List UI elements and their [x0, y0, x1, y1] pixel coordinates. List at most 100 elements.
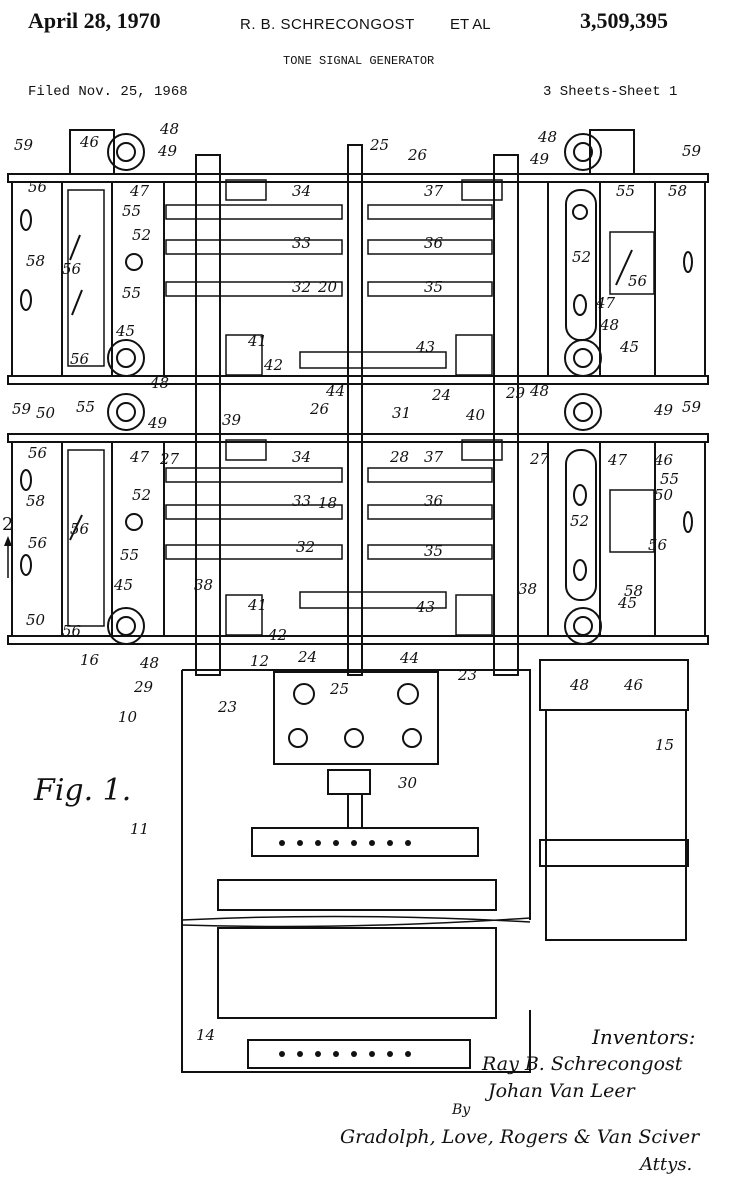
reference-numeral: 39 — [222, 411, 242, 429]
reference-numeral: 15 — [655, 736, 674, 754]
reference-numeral: 35 — [424, 542, 443, 560]
reference-numeral: 49 — [653, 401, 674, 419]
section-mark: 2 — [2, 514, 13, 535]
reference-numeral: 56 — [628, 272, 648, 290]
et-al: ET AL — [450, 16, 491, 33]
reference-numeral: 20 — [317, 278, 338, 296]
reference-numeral: 59 — [682, 398, 702, 416]
reference-numeral: 55 — [660, 470, 679, 488]
reference-numeral: 55 — [120, 546, 139, 564]
reference-numeral: 59 — [12, 400, 32, 418]
reference-numeral: 56 — [28, 534, 48, 552]
reference-numeral: 56 — [70, 520, 90, 538]
reference-numeral: 58 — [26, 252, 45, 270]
reference-numeral: 48 — [159, 120, 179, 138]
reference-numeral: 46 — [653, 451, 674, 469]
reference-numeral: 38 — [194, 576, 213, 594]
reference-numeral: 42 — [267, 626, 287, 644]
reference-numeral: 49 — [157, 142, 178, 160]
patent-title: TONE SIGNAL GENERATOR — [283, 54, 435, 68]
reference-numeral: 56 — [648, 536, 668, 554]
reference-numeral: 52 — [570, 512, 589, 530]
reference-numeral: 23 — [217, 698, 237, 716]
reference-numeral: 24 — [431, 386, 451, 404]
reference-numeral: 38 — [518, 580, 537, 598]
reference-numeral: 45 — [619, 338, 639, 356]
reference-numeral: 47 — [607, 451, 628, 469]
reference-numeral: 59 — [14, 136, 34, 154]
reference-numeral: 41 — [247, 596, 267, 614]
component-15 — [539, 659, 689, 941]
reference-numeral: 42 — [263, 356, 283, 374]
inventor-1-signature: Ray B. Schrecongost — [481, 1053, 683, 1075]
inventor-name: R. B. SCHRECONGOST — [240, 16, 415, 33]
reference-numeral: 43 — [415, 338, 435, 356]
reference-numeral: 36 — [424, 234, 444, 252]
reference-numeral: 48 — [537, 128, 557, 146]
reference-numeral: 47 — [129, 182, 150, 200]
reference-numeral: 55 — [76, 398, 95, 416]
reference-numeral: 48 — [139, 654, 159, 672]
reference-numeral: 50 — [654, 486, 674, 504]
upper-assembly — [7, 129, 709, 676]
reference-numeral: 48 — [599, 316, 619, 334]
reference-numeral: 56 — [28, 444, 48, 462]
reference-numeral: 29 — [505, 384, 526, 402]
attorneys-signature: Gradolph, Love, Rogers & Van Sciver — [340, 1126, 701, 1148]
reference-numeral: 35 — [424, 278, 443, 296]
reference-numeral: 55 — [122, 202, 141, 220]
reference-numeral: 33 — [292, 234, 311, 252]
reference-numeral: 52 — [132, 226, 151, 244]
reference-numeral: 23 — [457, 666, 477, 684]
signature-block: Inventors: Ray B. Schrecongost Johan Van… — [340, 1025, 701, 1175]
reference-numeral: 52 — [132, 486, 151, 504]
reference-numeral: 36 — [424, 492, 444, 510]
sheet-count: 3 Sheets-Sheet 1 — [543, 84, 678, 100]
reference-numeral: 55 — [122, 284, 141, 302]
reference-numeral: 58 — [26, 492, 45, 510]
reference-numeral: 46 — [79, 133, 100, 151]
reference-numeral: 37 — [424, 182, 444, 200]
reference-numeral: 56 — [28, 178, 48, 196]
motor-housing — [181, 669, 531, 1073]
reference-numeral: 27 — [159, 450, 180, 468]
reference-numeral: 40 — [465, 406, 486, 424]
inventor-2-signature: Johan Van Leer — [484, 1080, 637, 1102]
reference-numeral: 34 — [292, 182, 311, 200]
reference-numeral: 44 — [399, 649, 419, 667]
reference-numeral: 18 — [318, 494, 337, 512]
inventors-heading: Inventors: — [591, 1025, 695, 1049]
reference-numeral: 45 — [617, 594, 637, 612]
reference-numeral: 55 — [616, 182, 635, 200]
reference-numeral: 24 — [297, 648, 317, 666]
reference-numeral: 47 — [595, 294, 616, 312]
reference-numeral: 48 — [149, 374, 169, 392]
reference-numeral: 34 — [292, 448, 311, 466]
reference-numeral: 33 — [292, 492, 311, 510]
reference-numeral: 45 — [113, 576, 133, 594]
reference-numeral: 26 — [309, 400, 330, 418]
by-label: By — [451, 1102, 471, 1118]
reference-numeral: 37 — [424, 448, 444, 466]
reference-numeral: 11 — [130, 820, 149, 838]
reference-numeral: 58 — [668, 182, 687, 200]
reference-numeral: 43 — [415, 598, 435, 616]
reference-numeral: 16 — [80, 651, 100, 669]
reference-numeral: 49 — [529, 150, 550, 168]
reference-numeral: 45 — [115, 322, 135, 340]
reference-numeral: 56 — [62, 260, 82, 278]
reference-numeral: 56 — [62, 622, 82, 640]
reference-numeral: 50 — [36, 404, 56, 422]
patent-date: April 28, 1970 — [28, 8, 161, 33]
reference-numeral: 48 — [529, 382, 549, 400]
reference-numeral: 25 — [329, 680, 349, 698]
lower-assembly — [11, 393, 706, 645]
reference-numeral: 30 — [398, 774, 418, 792]
reference-numeral: 58 — [624, 582, 643, 600]
attys-label: Attys. — [638, 1154, 692, 1175]
reference-numeral: 29 — [133, 678, 154, 696]
patent-number: 3,509,395 — [580, 8, 668, 33]
reference-numeral: 47 — [129, 448, 150, 466]
